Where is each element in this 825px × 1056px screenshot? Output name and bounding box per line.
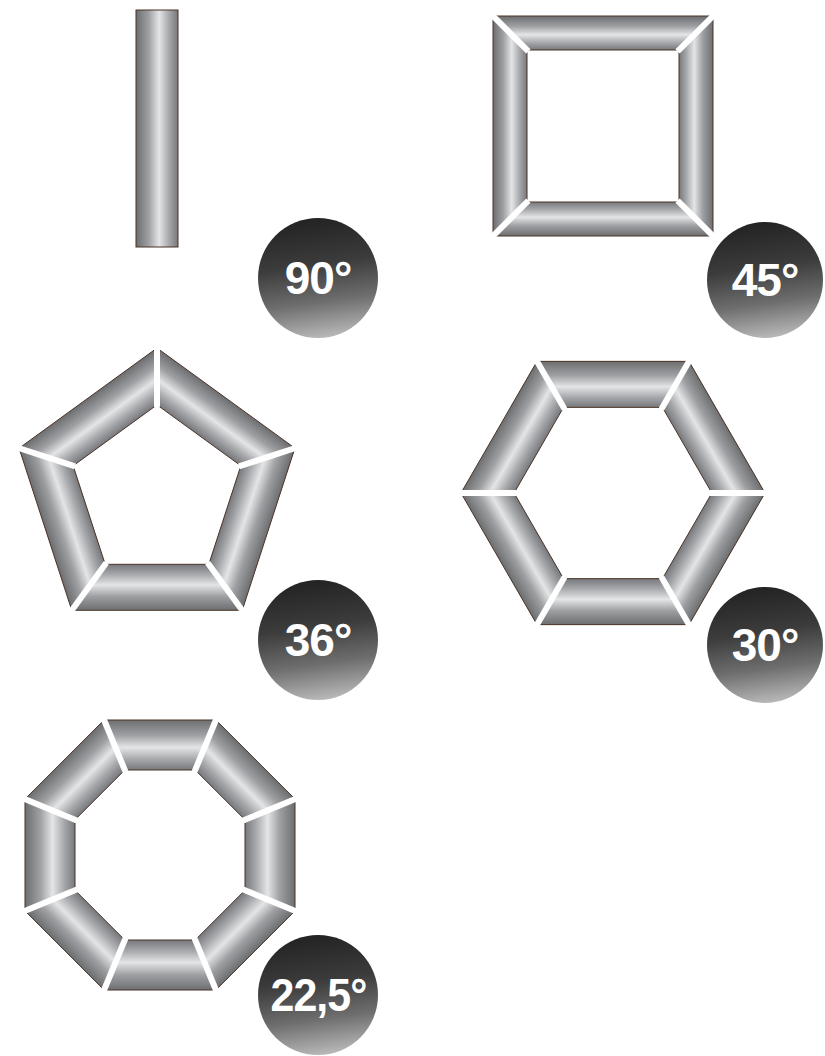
mitre-gap <box>710 490 768 496</box>
angle-badge: 22,5° <box>258 935 378 1055</box>
mitre-gap <box>243 798 298 821</box>
octagon-frame <box>22 717 298 993</box>
angle-label: 22,5° <box>270 972 366 1018</box>
mitre-gap <box>536 359 565 409</box>
straight-bar <box>136 10 178 247</box>
mitre-gap <box>536 577 565 627</box>
mitre-gap <box>678 14 716 52</box>
bar-profile <box>136 10 178 247</box>
mitre-gap <box>22 798 77 821</box>
mitre-gap <box>243 889 298 912</box>
mitre-gap <box>103 938 126 993</box>
angle-label: 90° <box>285 255 352 301</box>
mitre-gap <box>194 938 217 993</box>
mitre-gap <box>491 201 529 239</box>
angle-label: 36° <box>285 617 352 663</box>
angle-badge: 45° <box>707 222 823 338</box>
mitre-gap <box>16 447 75 466</box>
mitre-gap <box>22 889 77 912</box>
mitre-gap <box>491 14 529 52</box>
mitre-gap <box>661 359 690 409</box>
frame-segment <box>19 348 157 466</box>
square-frame <box>491 14 715 238</box>
angle-label: 30° <box>732 622 799 668</box>
mitre-gap <box>194 717 217 772</box>
angle-label: 45° <box>732 257 799 303</box>
mitre-gap <box>239 447 298 466</box>
hexagon-frame <box>458 359 768 627</box>
mitre-gap <box>154 345 160 407</box>
mitre-gap <box>661 577 690 627</box>
angle-badge: 90° <box>258 218 378 338</box>
angle-badge: 30° <box>707 587 823 703</box>
mitre-gap <box>458 490 516 496</box>
angle-badge: 36° <box>258 580 378 700</box>
mitre-gap <box>103 717 126 772</box>
mitre-gap <box>208 563 244 613</box>
frame-segment <box>157 348 295 466</box>
mitre-gap <box>70 563 106 613</box>
pentagon-frame <box>16 345 298 613</box>
mitre-gap <box>678 201 716 239</box>
